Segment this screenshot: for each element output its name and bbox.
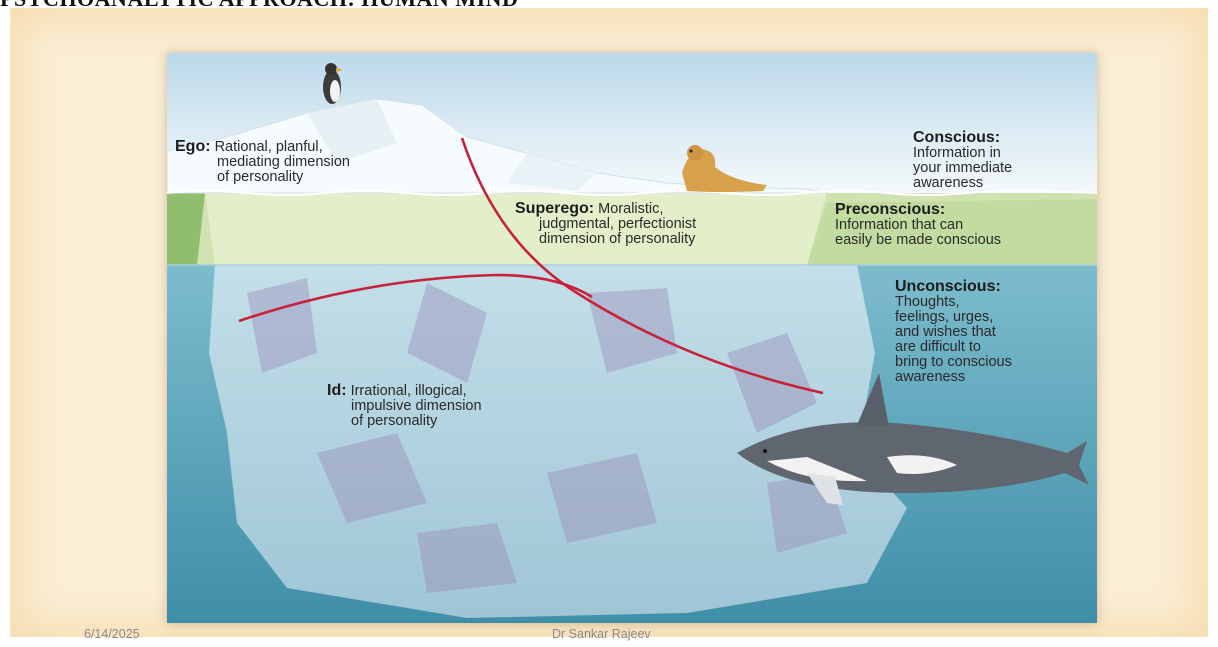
iceberg-diagram: Ego: Rational, planful, mediating dimens… <box>167 53 1097 623</box>
id-label: Id: Irrational, illogical, impulsive dim… <box>327 383 482 429</box>
unconscious-term: Unconscious: <box>895 278 1001 295</box>
unconscious-desc-line-2: feelings, urges, <box>895 310 1012 325</box>
unconscious-desc-line-1: Thoughts, <box>895 295 1012 310</box>
ego-term: Ego: <box>175 138 211 155</box>
superego-desc-line-3: dimension of personality <box>515 232 696 247</box>
ego-label: Ego: Rational, planful, mediating dimens… <box>175 139 350 185</box>
preconscious-desc-line-2: easily be made conscious <box>835 233 1001 248</box>
conscious-desc-line-3: awareness <box>913 176 1012 191</box>
superego-term: Superego: <box>515 200 594 217</box>
preconscious-term: Preconscious: <box>835 201 945 218</box>
preconscious-label: Preconscious: Information that can easil… <box>835 202 1001 248</box>
conscious-label: Conscious: Information in your immediate… <box>913 130 1012 191</box>
conscious-desc-line-2: your immediate <box>913 161 1012 176</box>
unconscious-desc-line-6: awareness <box>895 370 1012 385</box>
superego-desc-line-1: Moralistic, <box>598 201 663 217</box>
slide-frame: Ego: Rational, planful, mediating dimens… <box>10 8 1208 637</box>
id-desc-line-3: of personality <box>327 414 482 429</box>
ego-desc-line-1: Rational, planful, <box>215 139 323 155</box>
ego-desc-line-3: of personality <box>175 170 350 185</box>
id-term: Id: <box>327 382 347 399</box>
id-desc-line-2: impulsive dimension <box>327 399 482 414</box>
unconscious-desc-line-5: bring to conscious <box>895 355 1012 370</box>
superego-label: Superego: Moralistic, judgmental, perfec… <box>515 201 696 247</box>
superego-desc-line-2: judgmental, perfectionist <box>515 217 696 232</box>
unconscious-label: Unconscious: Thoughts, feelings, urges, … <box>895 279 1012 385</box>
slide-author: Dr Sankar Rajeev <box>552 627 651 641</box>
unconscious-desc-line-3: and wishes that <box>895 325 1012 340</box>
slide-date: 6/14/2025 <box>84 627 140 641</box>
ego-desc-line-2: mediating dimension <box>175 155 350 170</box>
preconscious-desc-line-1: Information that can <box>835 218 1001 233</box>
id-desc-line-1: Irrational, illogical, <box>351 383 467 399</box>
conscious-term: Conscious: <box>913 129 1000 146</box>
unconscious-desc-line-4: are difficult to <box>895 340 1012 355</box>
conscious-desc-line-1: Information in <box>913 146 1012 161</box>
